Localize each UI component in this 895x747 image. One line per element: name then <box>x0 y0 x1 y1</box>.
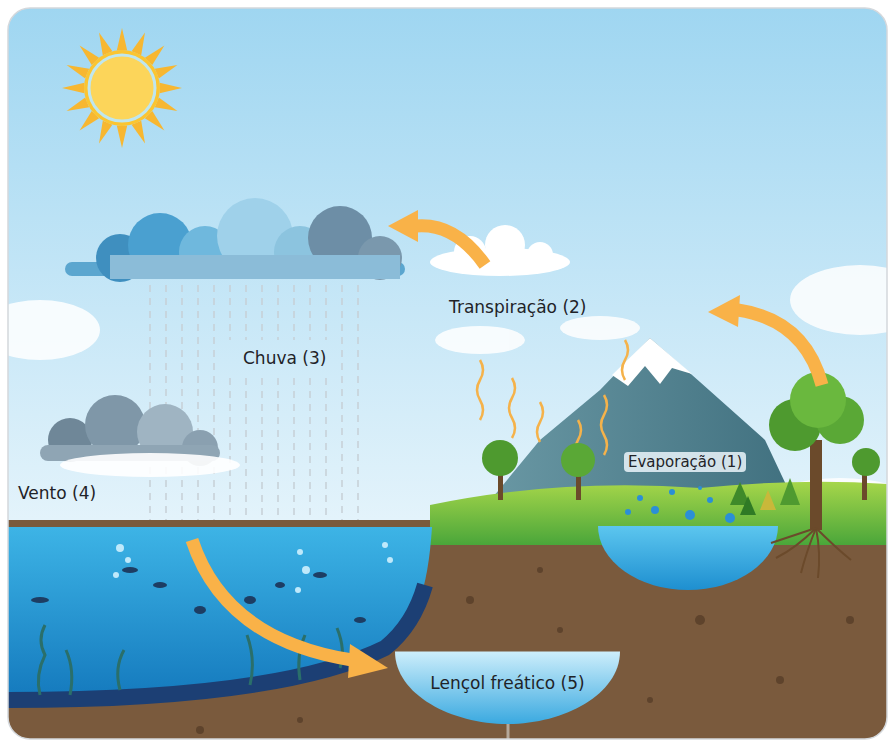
node-label: Lençol freático (5) <box>430 673 584 693</box>
sun-ray <box>155 98 178 111</box>
sun-ray <box>155 65 178 78</box>
process-label: Vento (4) <box>18 483 96 503</box>
sun-ray <box>99 121 112 144</box>
process-label: Evaporação (1) <box>624 452 746 472</box>
sun-ray <box>67 98 90 111</box>
sun-ray <box>132 121 145 144</box>
sun-ray <box>99 33 112 56</box>
sun-ray <box>117 126 127 148</box>
process-label: Transpiração (2) <box>449 297 587 317</box>
sun-ray <box>117 28 127 50</box>
sun-ray <box>62 83 84 93</box>
basin-outline <box>395 651 620 724</box>
process-label: Chuva (3) <box>243 348 326 368</box>
aquifer-basin: Lençol freático (5) <box>395 650 620 724</box>
sun-ray <box>67 65 90 78</box>
sun-ray <box>132 33 145 56</box>
sun-ray <box>160 83 182 93</box>
